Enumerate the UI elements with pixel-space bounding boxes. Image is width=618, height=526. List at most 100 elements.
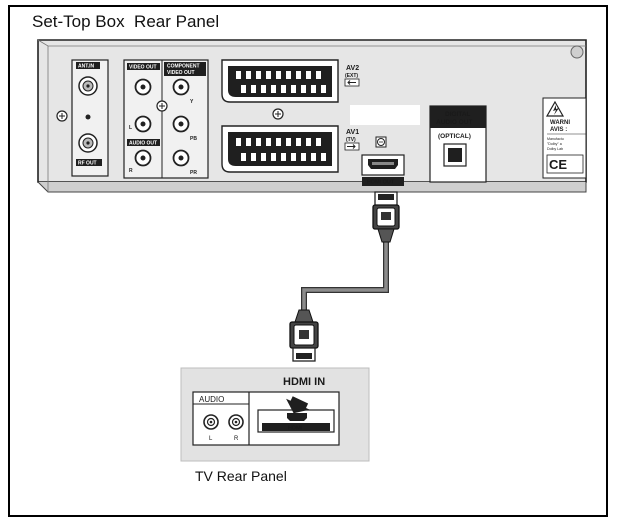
tv-rear-panel-caption: TV Rear Panel [195, 468, 287, 484]
video-out-jack-pin-icon [140, 84, 146, 90]
tv-audio-right-jack-pin [234, 420, 238, 424]
scart-av2-pin-icon [291, 85, 296, 93]
scart-av2-pin-icon [251, 85, 256, 93]
scart-av1-pin-icon [246, 138, 251, 146]
tv-audio-left-label: L [209, 436, 213, 442]
tv-hdmi-label: HDMI [288, 426, 303, 432]
scart-av1-pin-icon [281, 153, 286, 161]
component-pr-label: PR [190, 170, 197, 176]
set-top-box-rear-panel: ANT.IN RF OUT VIDEO OUT COMPONENT VIDEO … [37, 39, 587, 193]
audio-right-label: R [129, 168, 133, 174]
ant-in-tag [76, 62, 100, 69]
hdmi-out-contacts-icon [372, 162, 394, 165]
hdmi-plug-top-logo [381, 212, 391, 220]
video-out-tag [127, 63, 160, 70]
diagram-title: Set-Top Box Rear Panel [32, 12, 220, 31]
rf-out-pin-icon [86, 141, 90, 145]
scart-av2-pin-icon [276, 71, 281, 79]
scart-av2-pin-icon [286, 71, 291, 79]
ce-mark: CE [549, 157, 567, 172]
hdmi-cable [289, 191, 400, 362]
scart-av1-pin-icon [301, 153, 306, 161]
scart-av1-pin-icon [236, 138, 241, 146]
hdmi-cable-body [302, 242, 388, 322]
scart-av2-pin-icon [266, 71, 271, 79]
audio-out-tag [127, 139, 160, 146]
warning-text-1: WARNI [550, 120, 570, 126]
optical-label: (OPTICAL) [438, 133, 471, 140]
hdmi-plug-bottom-logo [299, 330, 309, 339]
tv-rear-panel: HDMI IN AUDIO L R HDMI [180, 367, 370, 462]
rf-out-label: RF OUT [78, 161, 97, 167]
digital-audio-tag [430, 106, 486, 128]
audio-left-label: L [129, 125, 132, 131]
digital-label: DIGITAL [445, 111, 471, 118]
audio-left-jack-pin-icon [140, 121, 146, 127]
component-video-tag [164, 62, 206, 76]
scart-av1-pins [236, 138, 326, 161]
audio-out-digital-label: AUDIO OUT [436, 119, 473, 126]
warning-small-3: Dolby Lab [547, 147, 563, 151]
video-out-label: VIDEO OUT [129, 65, 157, 71]
hdmi-plug-top-boot [377, 228, 395, 243]
scart-av2-pin-icon [236, 71, 241, 79]
scart-av2-pin-icon [256, 71, 261, 79]
hdmi-in-label: HDMI IN [283, 376, 325, 388]
component-y-label: Y [190, 99, 194, 105]
scart-av2-pin-icon [261, 85, 266, 93]
insert-arrow-icon [286, 396, 310, 414]
scart-av2-pin-icon [311, 85, 316, 93]
av1-sub-label: (TV) [346, 137, 356, 143]
scart-av1-pin-icon [271, 153, 276, 161]
component-pb-jack-pin-icon [178, 121, 184, 127]
scart-av1-pin-icon [261, 153, 266, 161]
warning-lightning-icon [553, 105, 559, 115]
stb-corner-screw-icon [570, 45, 584, 59]
scart-av1-pin-icon [291, 153, 296, 161]
tv-audio-left-jack-pin [209, 420, 213, 424]
av2-label: AV2 [346, 65, 359, 72]
scart-av1-pin-icon [276, 138, 281, 146]
ce-mark-frame [546, 154, 584, 174]
scart-av2-pin-icon [321, 85, 326, 93]
hdmi-cable-outline [301, 242, 389, 322]
scart-av1-pin-icon [256, 138, 261, 146]
scart-av1-pin-icon [296, 138, 301, 146]
av2-sub-label: (EXT) [345, 73, 358, 79]
scart-av1-pin-icon [321, 153, 326, 161]
ant-in-label: ANT.IN [78, 64, 95, 70]
component-label-1: COMPONENT [167, 64, 200, 70]
component-pb-label: PB [190, 136, 197, 142]
antenna-block-screw-icon [85, 114, 91, 120]
optical-port-icon [448, 148, 462, 162]
ant-in-pin-icon [86, 84, 90, 88]
warning-text-2: AVIS : [550, 127, 567, 133]
av1-arrow-icon [347, 144, 356, 149]
scart-av2-pin-icon [316, 71, 321, 79]
stb-label-strip [350, 105, 420, 125]
scart-av2-pin-icon [271, 85, 276, 93]
warning-small-2: "Dolby" a [547, 142, 562, 146]
av1-label: AV1 [346, 129, 359, 136]
scart-av1-pin-icon [251, 153, 256, 161]
hdmi-plug-bottom-icon [289, 309, 319, 362]
scart-av2-pin-icon [301, 85, 306, 93]
audio-out-label: AUDIO OUT [129, 141, 157, 147]
av2-arrow-icon [347, 80, 356, 85]
scart-av2-pin-icon [281, 85, 286, 93]
tv-hdmi-socket-icon [287, 413, 307, 421]
scart-av2-pin-icon [246, 71, 251, 79]
tv-audio-right-label: R [234, 436, 239, 442]
scart-av2-pin-icon [241, 85, 246, 93]
scart-av1-pin-icon [266, 138, 271, 146]
scart-av1-pin-icon [311, 153, 316, 161]
scart-av1-pin-icon [241, 153, 246, 161]
component-y-jack-pin-icon [178, 84, 184, 90]
scart-av2-pins [236, 71, 326, 93]
tv-audio-label: AUDIO [199, 395, 224, 404]
scart-av1-pin-icon [316, 138, 321, 146]
scart-av2-pin-icon [296, 71, 301, 79]
hdmi-plug-top-icon [372, 191, 400, 243]
hdmi-plug-bottom-boot [294, 309, 314, 323]
scart-av2-pin-icon [306, 71, 311, 79]
